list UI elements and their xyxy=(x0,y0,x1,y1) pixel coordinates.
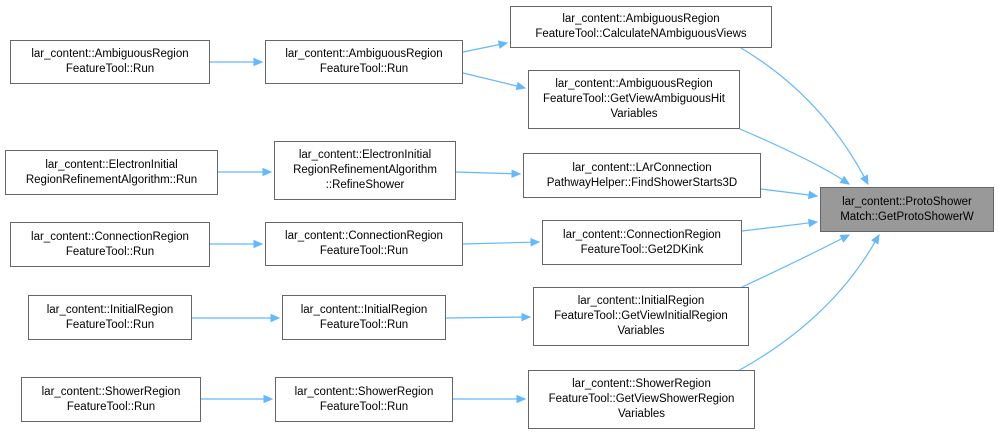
node-label-line: FeatureTool::Run xyxy=(66,400,156,413)
edge-init_run_mid-to-init_getview xyxy=(445,316,523,319)
node-label-line: Variables xyxy=(617,325,665,337)
node-label-line: lar_content::ShowerRegion xyxy=(294,385,434,398)
node-label-line: lar_content::ConnectionRegion xyxy=(285,230,443,242)
node-label-line: lar_content::AmbiguousRegion xyxy=(31,48,189,60)
node-label-line: FeatureTool::GetViewAmbiguousHit xyxy=(543,93,725,105)
arrowhead-icon xyxy=(515,81,527,91)
node-label-line: FeatureTool::Run xyxy=(319,318,409,331)
arrowhead-icon xyxy=(839,175,851,185)
node-label-line: lar_content::ConnectionRegion xyxy=(31,230,189,243)
node-connection-run-left[interactable]: lar_content::ConnectionRegion FeatureToo… xyxy=(10,222,210,267)
node-label-line: FeatureTool::Run xyxy=(65,318,155,331)
node-label-line: FeatureTool::Run xyxy=(65,245,155,258)
arrowhead-icon xyxy=(511,169,522,178)
edge-amb_getview-to-target xyxy=(739,128,843,181)
node-label-line: lar_content::ElectronInitial xyxy=(298,149,432,161)
node-label-line: lar_content::LArConnection xyxy=(572,161,712,174)
arrowhead-icon xyxy=(516,394,527,404)
node-label-line: lar_content::ConnectionRegion xyxy=(563,228,721,241)
node-label-line: lar_content::ProtoShower xyxy=(842,195,972,208)
node-initial-run-left[interactable]: lar_content::InitialRegion FeatureTool::… xyxy=(28,295,192,340)
arrowhead-icon xyxy=(871,233,880,245)
edge-amb_run_mid-to-amb_getview xyxy=(462,72,518,87)
edge-init_getview-to-target xyxy=(739,238,843,289)
arrowhead-icon xyxy=(530,237,541,247)
edge-shower_getview-to-target xyxy=(737,241,876,372)
node-label-line: Variables xyxy=(610,108,658,120)
arrowhead-icon xyxy=(253,57,264,67)
arrowhead-icon xyxy=(521,312,532,322)
arrowhead-icon xyxy=(263,394,274,404)
node-label-line: RegionRefinementAlgorithm xyxy=(293,164,437,176)
node-ambiguous-get-view-ambiguous-hit-variables[interactable]: lar_content::AmbiguousRegion FeatureTool… xyxy=(528,70,740,129)
node-ambiguous-run-left[interactable]: lar_content::AmbiguousRegion FeatureTool… xyxy=(10,40,210,84)
node-larconnection-find-shower-starts-3d[interactable]: lar_content::LArConnection PathwayHelper… xyxy=(523,153,761,198)
arrowhead-icon xyxy=(808,218,819,228)
edge-amb_calc-to-target xyxy=(740,47,865,178)
node-label-line: FeatureTool::GetViewInitialRegion xyxy=(554,310,728,322)
node-shower-run-left[interactable]: lar_content::ShowerRegion FeatureTool::R… xyxy=(21,377,201,422)
node-label-line: lar_content::AmbiguousRegion xyxy=(555,78,713,90)
node-label-line: lar_content::ElectronInitial xyxy=(45,158,178,171)
node-label-line: lar_content::InitialRegion xyxy=(46,303,174,316)
node-label-line: lar_content::ShowerRegion xyxy=(41,385,181,398)
edge-conn_kink-to-target xyxy=(741,222,810,232)
node-connection-run-middle[interactable]: lar_content::ConnectionRegion FeatureToo… xyxy=(265,222,463,266)
arrowhead-icon xyxy=(253,239,264,249)
edge-amb_run_mid-to-amb_calc xyxy=(462,44,500,53)
edge-conn_run_mid-to-conn_kink xyxy=(462,241,532,245)
node-label-line: ::RefineShower xyxy=(325,179,405,191)
node-label-line: PathwayHelper::FindShowerStarts3D xyxy=(546,176,738,189)
edge-lar_find-to-target xyxy=(760,188,810,196)
node-initial-run-middle[interactable]: lar_content::InitialRegion FeatureTool::… xyxy=(282,295,446,340)
node-label-line: FeatureTool::Run xyxy=(65,63,155,75)
arrowhead-icon xyxy=(262,167,273,177)
node-label-line: FeatureTool::Run xyxy=(319,400,409,413)
node-label-line: lar_content::InitialRegion xyxy=(300,303,428,316)
node-protoshower-getprotoshowerw: lar_content::ProtoShower Match::GetProto… xyxy=(820,187,994,232)
node-label-line: lar_content::ShowerRegion xyxy=(572,378,711,390)
arrowhead-icon xyxy=(497,40,509,49)
node-label-line: FeatureTool::CalculateNAmbiguousViews xyxy=(535,28,747,40)
node-label-line: lar_content::AmbiguousRegion xyxy=(562,13,720,25)
node-label-line: FeatureTool::GetViewShowerRegion xyxy=(548,393,735,405)
node-label-line: FeatureTool::Run xyxy=(319,245,409,257)
node-electron-initial-run[interactable]: lar_content::ElectronInitial RegionRefin… xyxy=(5,150,218,195)
node-label-line: RegionRefinementAlgorithm::Run xyxy=(25,173,198,186)
node-label-line: Variables xyxy=(617,408,666,420)
node-ambiguous-run-middle[interactable]: lar_content::AmbiguousRegion FeatureTool… xyxy=(265,40,463,84)
arrowhead-icon xyxy=(860,174,869,186)
node-label-line: FeatureTool::Run xyxy=(319,63,409,75)
node-shower-run-middle[interactable]: lar_content::ShowerRegion FeatureTool::R… xyxy=(275,377,453,422)
node-label-line: lar_content::InitialRegion xyxy=(577,295,705,307)
arrowhead-icon xyxy=(270,313,281,323)
node-label-line: lar_content::AmbiguousRegion xyxy=(285,48,443,60)
node-connection-get-2d-kink[interactable]: lar_content::ConnectionRegion FeatureToo… xyxy=(542,220,742,265)
edge-eir_refine-to-lar_find xyxy=(455,171,513,175)
node-label-line: FeatureTool::Get2DKink xyxy=(580,243,704,256)
arrowhead-icon xyxy=(839,234,851,243)
node-ambiguous-calculate-n-ambiguous-views[interactable]: lar_content::AmbiguousRegion FeatureTool… xyxy=(510,6,772,48)
node-electron-initial-refine-shower[interactable]: lar_content::ElectronInitial RegionRefin… xyxy=(274,141,456,200)
arrowhead-icon xyxy=(808,190,819,200)
node-shower-get-view-shower-region-variables[interactable]: lar_content::ShowerRegion FeatureTool::G… xyxy=(528,370,755,429)
node-label-line: Match::GetProtoShowerW xyxy=(840,210,974,223)
node-initial-get-view-initial-region-variables[interactable]: lar_content::InitialRegion FeatureTool::… xyxy=(533,287,749,346)
